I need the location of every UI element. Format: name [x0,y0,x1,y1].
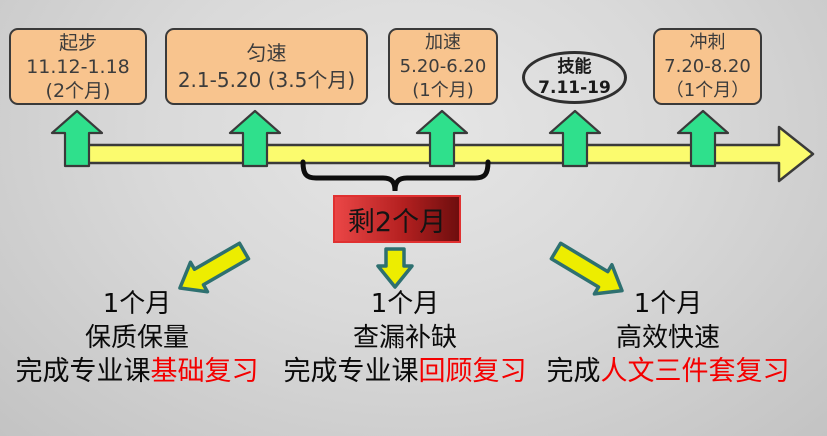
phase-duration: 1个月 [633,289,703,319]
phase-focus: 保质保量 [84,323,189,353]
phase-column-1: 1个月 保质保量 完成专业课基础复习 [1,287,273,389]
stage-duration: (1个月) [412,79,474,101]
phase-column-2: 1个月 查漏补缺 完成专业课回顾复习 [269,287,541,389]
remaining-time-callout: 剩2个月 [333,195,461,243]
stage-box-jiasu: 加速 5.20-6.20 (1个月) [388,28,498,105]
diagonal-arrow-left-icon [178,241,251,294]
phase-duration: 1个月 [370,289,440,319]
phase-task: 完成专业课回顾复习 [269,355,541,389]
stage-title: 冲刺 [689,31,726,53]
phase-task-prefix: 完成专业课 [15,356,151,387]
down-arrow-icon [376,247,414,289]
remaining-label: 剩2个月 [347,206,447,238]
stage-box-qibu: 起步 11.12-1.18 (2个月) [9,28,147,105]
phase-task-highlight: 回顾复习 [418,356,527,387]
stage-duration: （1个月） [665,79,750,101]
phase-task-highlight: 人文三件套复习 [600,356,790,387]
stage-duration: (2个月) [45,79,111,102]
brace-icon [300,159,491,192]
skill-title: 技能 [557,56,592,77]
phase-focus: 高效快速 [615,323,720,353]
stage-box-chongci: 冲刺 7.20-8.20 （1个月） [653,28,762,105]
skill-dates: 7.11-19 [538,77,611,98]
stage-dates: 7.20-8.20 [664,55,751,77]
stage-dates: 5.20-6.20 [399,55,487,77]
stage-box-yunsu: 匀速 2.1-5.20 (3.5个月) [165,28,368,105]
stage-marker-up-arrow-icon [676,109,730,168]
stage-title: 加速 [425,31,461,53]
stage-dates: 11.12-1.18 [26,55,130,78]
phase-task-prefix: 完成专业课 [283,356,419,387]
stage-title: 起步 [58,31,97,54]
phase-task: 完成人文三件套复习 [532,355,804,389]
skill-ellipse: 技能 7.11-19 [522,51,627,104]
diagonal-arrow-right-icon [549,241,624,296]
phase-task: 完成专业课基础复习 [1,355,273,389]
stage-marker-up-arrow-icon [228,109,282,168]
phase-duration: 1个月 [102,289,172,319]
phase-focus: 查漏补缺 [352,323,457,353]
stage-title: 匀速 [246,40,287,65]
phase-task-highlight: 基础复习 [150,356,259,387]
stage-dates: 2.1-5.20 (3.5个月) [177,67,356,92]
phase-task-prefix: 完成 [546,356,601,387]
stage-marker-up-arrow-icon [548,109,602,168]
stage-marker-up-arrow-icon [415,109,469,168]
phase-column-3: 1个月 高效快速 完成人文三件套复习 [532,287,804,389]
stage-marker-up-arrow-icon [50,109,104,168]
